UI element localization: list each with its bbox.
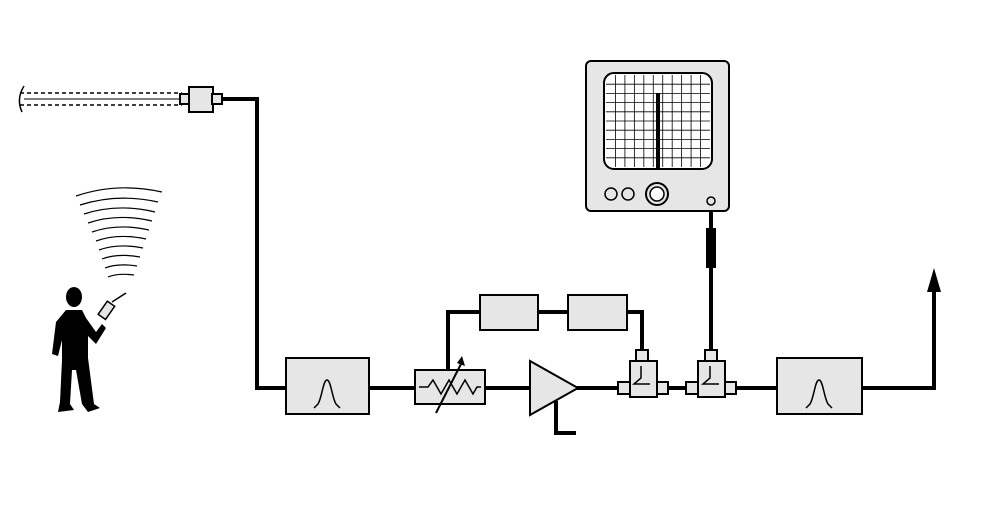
directional-coupler-1 (618, 350, 668, 397)
radio-waves-icon (76, 188, 162, 277)
probe-cable (706, 202, 716, 352)
person-with-radio-icon (52, 287, 126, 412)
cable-connector-icon (180, 87, 222, 112)
analyzer-input-port (707, 197, 715, 205)
output-arrow-icon (927, 268, 941, 292)
main-signal-wires (222, 99, 934, 388)
amplifier-bias-wire (556, 403, 574, 433)
feedback-box-1 (480, 295, 538, 330)
feedback-box-2 (568, 295, 627, 330)
directional-coupler-2 (686, 350, 736, 397)
analyzer-knob-small-2 (622, 188, 634, 200)
bandpass-filter-input (286, 358, 369, 414)
cable-antenna-icon (19, 86, 182, 112)
bandpass-filter-output (777, 358, 862, 414)
spectrum-analyzer-icon (586, 61, 729, 211)
analyzer-knob-small-1 (605, 188, 617, 200)
